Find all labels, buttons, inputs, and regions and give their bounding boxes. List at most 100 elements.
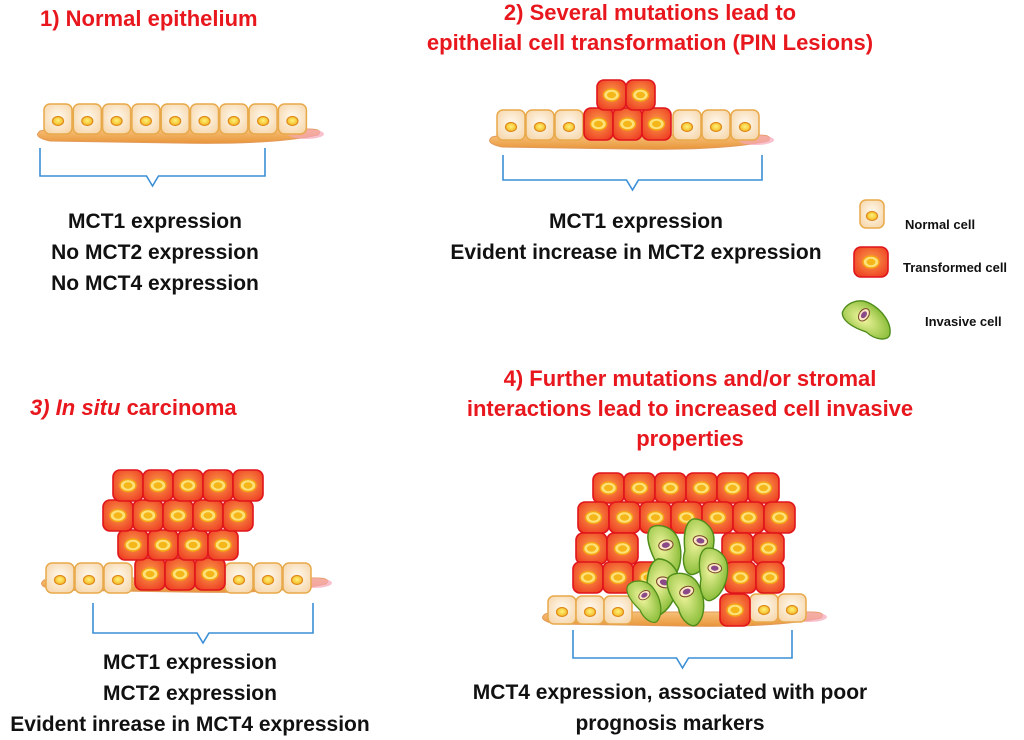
- panel4-transformed-cell: [639, 501, 672, 534]
- panel4-title-line3: properties: [636, 426, 744, 451]
- invasive-cell-body: [626, 580, 662, 623]
- normal-cell-nucleus: [51, 115, 65, 127]
- transformed-cell-nucleolus: [604, 484, 613, 492]
- transformed-cell-nucleolus: [123, 482, 133, 489]
- panel2-caption-line2: Evident increase in MCT2 expression: [450, 241, 822, 264]
- panel4-transformed-cell: [608, 501, 641, 534]
- panel2-bracket: [502, 155, 763, 192]
- panel3-transformed-cell: [102, 499, 134, 532]
- panel1-normal-cell: [43, 103, 73, 135]
- panel4-invasive-cell: [626, 580, 662, 623]
- transformed-cell-nucleolus: [728, 484, 737, 492]
- panel1-normal-cell: [101, 103, 132, 135]
- transformed-cell-nucleolus: [618, 545, 627, 552]
- panel4-caption: MCT4 expression, associated with poor pr…: [450, 677, 890, 739]
- panel3-transformed-cell: [117, 529, 149, 561]
- transformed-cell-nucleolus: [143, 512, 153, 519]
- panel3-transformed-cell: [164, 557, 196, 591]
- transformed-cell-nucleolus: [651, 514, 660, 521]
- panel1-normal-cell: [189, 103, 220, 135]
- transformed-cell-nucleolus: [203, 512, 213, 519]
- legend-invasive-label: Invasive cell: [925, 314, 1002, 329]
- transformed-cell-nucleolus: [153, 482, 163, 489]
- normal-cell-nucleus: [680, 121, 694, 133]
- transformed-cell-nucleolus: [173, 512, 183, 519]
- panel3-transformed-cell: [132, 499, 164, 532]
- panel4-transformed-cell: [577, 501, 610, 534]
- panel4-caption-line2: prognosis markers: [575, 712, 765, 735]
- normal-cell-nucleus: [257, 115, 270, 127]
- invasive-cell-nucleolus: [661, 542, 670, 548]
- panel4-invasive-cell: [698, 547, 729, 602]
- panel4-transformed-cell: [654, 472, 687, 504]
- invasive-cell-nucleolus: [696, 538, 705, 544]
- panel4-normal-cell: [575, 595, 605, 625]
- normal-cell-nucleus: [709, 121, 723, 133]
- transformed-cell-nucleolus: [589, 514, 598, 521]
- normal-cell-nucleus: [227, 115, 240, 127]
- panel3-bracket: [92, 603, 314, 645]
- invasive-cell-body: [841, 300, 891, 340]
- transformed-cell-nucleolus: [188, 541, 198, 549]
- panel3-transformed-cell: [207, 529, 239, 561]
- transformed-cell-nucleolus: [730, 606, 740, 614]
- panel2-title-line2: epithelial cell transformation (PIN Lesi…: [426, 30, 874, 55]
- panel3-transformed-cell: [232, 469, 264, 502]
- panel2-transformed-cell: [625, 79, 656, 111]
- panel4-transformed-cell: [721, 532, 754, 565]
- invasive-cell-nucleolus: [860, 311, 867, 319]
- panel4-title: 4) Further mutations and/or stromal inte…: [420, 364, 960, 454]
- transformed-cell-nucleolus: [128, 541, 138, 549]
- invasive-cell-nucleolus: [682, 588, 691, 595]
- normal-cell-nucleus: [111, 574, 125, 586]
- panel1-title-text: 1) Normal epithelium: [40, 6, 258, 31]
- panel4-transformed-cell: [602, 561, 634, 594]
- transformed-cell-nucleolus: [759, 484, 768, 492]
- transformed-cell-nucleolus: [697, 484, 706, 492]
- transformed-cell-nucleolus: [623, 120, 632, 128]
- normal-cell-nucleus: [583, 606, 597, 618]
- panel1-normal-cell: [277, 103, 308, 135]
- transformed-cell-nucleolus: [775, 514, 784, 521]
- panel1-title: 1) Normal epithelium: [40, 4, 300, 34]
- panel3-normal-cell: [282, 562, 312, 594]
- normal-cell-nucleus: [504, 121, 518, 133]
- panel4-transformed-cell: [732, 501, 765, 534]
- transformed-cell-nucleolus: [607, 91, 616, 99]
- normal-cell-nucleus: [865, 210, 879, 222]
- transformed-cell-nucleolus: [113, 512, 123, 519]
- panel3-transformed-cell: [162, 499, 194, 532]
- panel3-caption: MCT1 expression MCT2 expression Evident …: [0, 647, 380, 740]
- transformed-cell-nucleolus: [594, 120, 603, 128]
- panel2-transformed-cell: [596, 79, 627, 111]
- transformed-cell-nucleolus: [666, 484, 675, 492]
- panel1-caption-line2: No MCT2 expression: [51, 241, 259, 264]
- legend-transformed-label: Transformed cell: [903, 260, 1008, 275]
- panel3-normal-cell: [253, 562, 283, 594]
- normal-cell-nucleus: [738, 121, 752, 133]
- panel2-normal-cell: [554, 109, 584, 141]
- normal-cell-nucleus: [53, 574, 67, 586]
- panel3-title: 3) In situ carcinoma: [30, 393, 290, 423]
- normal-cell-nucleus: [533, 121, 547, 133]
- panel3-transformed-cell: [172, 469, 204, 502]
- transformed-cell-nucleolus: [233, 512, 243, 519]
- panel1-caption: MCT1 expression No MCT2 expression No MC…: [30, 206, 280, 299]
- panel1-caption-line3: No MCT4 expression: [51, 272, 259, 295]
- panel3-normal-cell: [45, 562, 75, 594]
- panel2-title: 2) Several mutations lead to epithelial …: [380, 0, 920, 58]
- panel2-normal-cell: [496, 109, 526, 141]
- transformed-cell-nucleolus: [583, 574, 593, 581]
- transformed-cell-nucleolus: [636, 91, 645, 99]
- transformed-cell-nucleolus: [145, 570, 155, 578]
- panel4-title-line1: 4) Further mutations and/or stromal: [503, 366, 877, 391]
- panel2-caption: MCT1 expression Evident increase in MCT2…: [430, 206, 842, 268]
- panel4-transformed-cell: [724, 561, 757, 594]
- panel3-transformed-cell: [147, 529, 179, 561]
- panel3-transformed-cell: [192, 499, 224, 532]
- panel3-transformed-cell: [142, 469, 174, 502]
- transformed-cell-nucleolus: [218, 541, 228, 549]
- invasive-cell-nucleolus: [659, 579, 669, 586]
- panel2-transformed-cell: [612, 107, 643, 141]
- transformed-cell-nucleolus: [744, 514, 753, 521]
